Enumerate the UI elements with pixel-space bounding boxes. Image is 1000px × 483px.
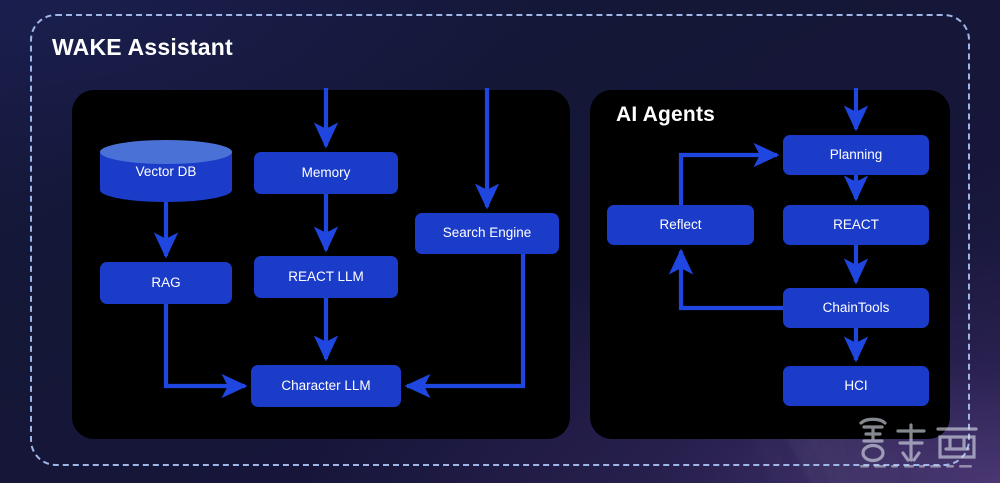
node-label: Reflect bbox=[659, 216, 702, 232]
node-label: REACT LLM bbox=[288, 268, 364, 284]
node-planning[interactable]: Planning bbox=[783, 135, 929, 175]
node-label: Search Engine bbox=[442, 225, 532, 241]
node-label: REACT bbox=[833, 216, 879, 232]
node-react[interactable]: REACT bbox=[783, 205, 929, 245]
node-label: ChainTools bbox=[822, 299, 890, 315]
node-label: Vector DB bbox=[135, 163, 197, 179]
watermark-logo bbox=[859, 417, 978, 468]
node-rag[interactable]: RAG bbox=[100, 262, 232, 304]
outer-dashed-frame bbox=[30, 14, 970, 466]
node-label: HCI bbox=[844, 377, 868, 393]
node-react-llm[interactable]: REACT LLM bbox=[254, 256, 398, 298]
node-vector-db[interactable]: Vector DB bbox=[100, 140, 232, 202]
node-label: RAG bbox=[151, 274, 181, 290]
node-chaintools[interactable]: ChainTools bbox=[783, 288, 929, 328]
node-character-llm[interactable]: Character LLM bbox=[251, 365, 401, 407]
node-label: Character LLM bbox=[281, 377, 371, 393]
node-label: Planning bbox=[829, 146, 883, 162]
node-reflect[interactable]: Reflect bbox=[607, 205, 754, 245]
page-title: WAKE Assistant bbox=[52, 34, 233, 60]
node-search-engine[interactable]: Search Engine bbox=[415, 213, 559, 254]
node-label: Memory bbox=[301, 164, 351, 180]
cylinder-top bbox=[100, 140, 232, 164]
node-hci[interactable]: HCI bbox=[783, 366, 929, 406]
panel-title-ai-agents: AI Agents bbox=[616, 103, 716, 126]
node-memory[interactable]: Memory bbox=[254, 152, 398, 194]
